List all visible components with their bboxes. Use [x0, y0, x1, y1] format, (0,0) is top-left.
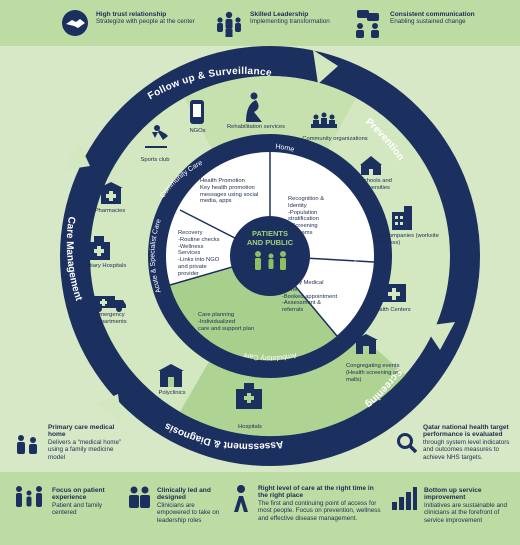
school-icon: [360, 156, 382, 175]
bottom-feature-clinically-led: Clinically led and designed Clinicians a…: [157, 487, 227, 524]
mall-icon: [354, 334, 378, 354]
side-note-primary-care: Primary care medical home Delivers a “me…: [48, 424, 123, 461]
meeting-icon: [311, 112, 337, 128]
side-note-title: Qatar national health target performance…: [423, 424, 509, 439]
top-feature-text: Enabling sustained change: [390, 18, 466, 26]
ribbon-person-icon: [234, 485, 248, 512]
handshake-icon: [62, 10, 88, 36]
hospital-icon: [236, 383, 262, 409]
top-feature-text: Strategize with people at the center: [96, 18, 195, 26]
ambulance-icon: [93, 296, 126, 312]
side-note-title: Primary care medical home: [48, 424, 115, 439]
inner-text-care-planning: Care planning -Individualized care and s…: [198, 312, 255, 332]
setting-label-hospitals: Hospitals: [238, 424, 262, 430]
bottom-feature-text: The first and continuing point of access…: [258, 499, 381, 522]
polyclinic-icon: [158, 364, 184, 387]
growth-people-icon: [392, 487, 417, 510]
setting-label-ngos: NGOs: [189, 128, 206, 134]
setting-label-schools: Schools and Universities: [360, 178, 392, 191]
ring-arrow-notch: [313, 50, 338, 84]
pharmacy-icon: [99, 182, 123, 204]
family-people-icon: [255, 251, 286, 270]
top-feature-title: Skilled Leadership: [250, 11, 309, 18]
runner-icon: [145, 125, 168, 148]
circular-care-model-diagram: PATIENTS AND PUBLIC Follow up & Surveill…: [60, 46, 480, 466]
family-icon: [16, 486, 42, 507]
inner-text-recovery: Recovery -Routine checks -Wellness Servi…: [178, 230, 220, 277]
inner-highlight: [170, 256, 337, 361]
health-center-icon: [382, 284, 406, 302]
setting-label-polyclinics: Polyclinics: [158, 390, 186, 396]
center-title-line2: AND PUBLIC: [247, 238, 294, 247]
magnifier-icon: [397, 433, 418, 454]
bottom-feature-title: Right level of care at the right time in…: [258, 485, 374, 500]
setting-label-pharmacies: Pharmacies: [94, 208, 126, 214]
ring-arrow-notch: [64, 140, 90, 170]
bottom-feature-title: Bottom up service improvement: [424, 487, 482, 502]
top-feature-communication: Consistent communication Enabling sustai…: [390, 11, 485, 26]
ring-arrow-notch: [424, 322, 455, 350]
setting-label-emergency: Emergency Departments: [93, 312, 127, 325]
top-feature-leadership: Skilled Leadership Implementing transfor…: [250, 11, 340, 26]
leader-group-icon: [217, 11, 241, 37]
inner-text-health-promotion: Health Promotion Key health promotion me…: [200, 178, 259, 205]
rehab-icon: [246, 92, 262, 122]
inner-text-recognition: Recognition & Identity -Population strat…: [288, 196, 325, 236]
bottom-feature-text: Clinicians are empowered to take on lead…: [157, 501, 220, 524]
top-feature-title: High trust relationship: [96, 11, 167, 18]
inner-text-primary-medical: Primary Medical Home -Booked appointment…: [282, 280, 338, 314]
phone-icon: [190, 100, 204, 124]
bottom-feature-title: Clinically led and designed: [157, 487, 211, 502]
center-title-line1: PATIENTS: [252, 229, 288, 238]
office-building-icon: [392, 206, 412, 230]
side-note-text: Delivers a “medical home” using a family…: [48, 438, 122, 461]
bottom-feature-right-level: Right level of care at the right time in…: [258, 485, 382, 522]
setting-label-rehabilitation: Rehabilitation services: [227, 124, 285, 130]
top-feature-title: Consistent communication: [390, 11, 475, 18]
side-note-national-target: Qatar national health target performance…: [423, 424, 518, 461]
bottom-feature-text: Patient and family centered: [52, 501, 103, 517]
side-note-text: through system level indicators and outc…: [423, 438, 510, 461]
setting-label-congregating: Congregating events (Health screening at…: [346, 363, 400, 383]
bottom-feature-bar: [0, 472, 520, 545]
setting-label-health-centers: Health Centers: [372, 307, 411, 313]
setting-label-tertiary: Tertiary Hospitals: [81, 263, 127, 269]
bottom-feature-title: Focus on patient experience: [52, 487, 105, 502]
bottom-feature-patient: Focus on patient experience Patient and …: [52, 487, 122, 517]
setting-label-companies: Big companies (worksite wellness): [376, 233, 439, 246]
top-feature-text: Implementing transformation: [250, 18, 330, 26]
ring-label-home: Home: [275, 143, 295, 153]
ring-label-ambulatory-care: Ambulatory Care: [243, 351, 298, 361]
tertiary-hospital-icon: [88, 236, 110, 260]
top-feature-trust: High trust relationship Strategize with …: [96, 11, 196, 26]
setting-label-community-orgs: Community organizations: [302, 136, 368, 142]
setting-label-sports-club: Sports club: [140, 157, 170, 163]
bottom-feature-service-improvement: Bottom up service improvement Initiative…: [424, 487, 516, 524]
clinicians-icon: [129, 486, 150, 508]
ring-arrow-notch: [96, 394, 122, 423]
bottom-feature-text: Initiatives are sustainable and clinicia…: [424, 501, 507, 524]
doctor-patient-icon: [17, 435, 37, 454]
chat-people-icon: [356, 10, 379, 38]
